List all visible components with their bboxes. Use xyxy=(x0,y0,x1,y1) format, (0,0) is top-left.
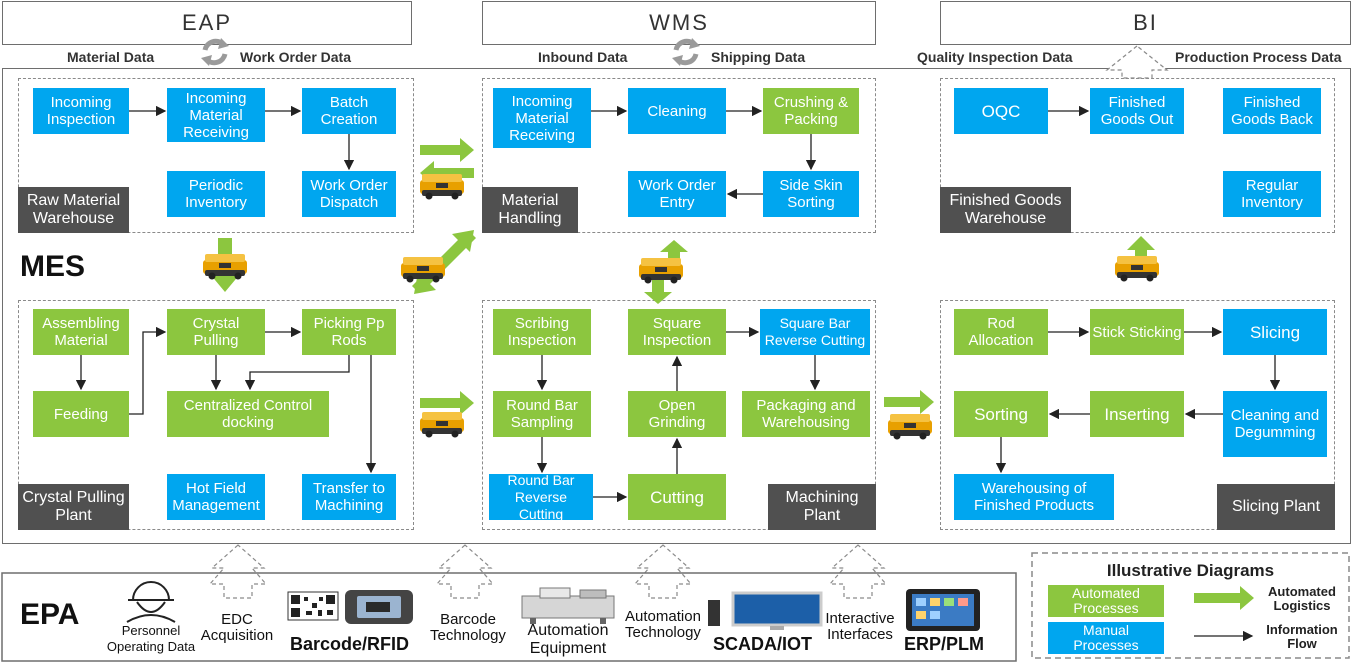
legend-manual-processes: Manual Processes xyxy=(1048,622,1164,654)
wms-inbound-data-label: Inbound Data xyxy=(538,49,628,65)
legend-automated-logistics-label: Automated Logistics xyxy=(1268,584,1336,613)
legend-information-flow-label: Information Flow xyxy=(1266,622,1338,651)
work-order-dispatch-node[interactable]: Work Order Dispatch xyxy=(302,171,396,217)
crystal-pulling-plant-label: Crystal Pulling Plant xyxy=(18,484,129,530)
finished-goods-out-node[interactable]: Finished Goods Out xyxy=(1090,88,1184,134)
agv-raw-icon xyxy=(203,254,247,280)
finished-goods-warehouse-label: Finished Goods Warehouse xyxy=(940,187,1071,233)
material-handling-zone xyxy=(482,78,876,233)
batch-creation-node[interactable]: Batch Creation xyxy=(302,88,396,134)
agv-transfer-icon xyxy=(420,412,464,438)
epa-frame xyxy=(1,572,1017,662)
warehousing-finished-products-node[interactable]: Warehousing of Finished Products xyxy=(954,474,1114,520)
incoming-material-receiving-node[interactable]: Incoming Material Receiving xyxy=(167,88,265,142)
legend-frame xyxy=(1031,552,1350,659)
slicing-plant-label: Slicing Plant xyxy=(1217,484,1335,530)
bi-production-data-label: Production Process Data xyxy=(1175,49,1342,65)
work-order-entry-node[interactable]: Work Order Entry xyxy=(628,171,726,217)
barcode-rfid-label: Barcode/RFID xyxy=(290,634,410,654)
agv-crystal-icon xyxy=(401,257,445,283)
incoming-inspection-node[interactable]: Incoming Inspection xyxy=(33,88,129,134)
epa-label: EPA xyxy=(20,598,80,631)
crushing-packing-node[interactable]: Crushing & Packing xyxy=(763,88,859,134)
open-grinding-node[interactable]: Open Grinding xyxy=(628,391,726,437)
legend-logistics-arrow-icon xyxy=(1194,586,1254,610)
eap-sync-icon xyxy=(201,38,229,66)
personnel-icon xyxy=(126,581,176,623)
scada-computer-icon xyxy=(708,591,823,630)
feeding-node[interactable]: Feeding xyxy=(33,391,129,437)
sorting-node[interactable]: Sorting xyxy=(954,391,1048,437)
periodic-inventory-node[interactable]: Periodic Inventory xyxy=(167,171,265,217)
transfer-to-machining-node[interactable]: Transfer to Machining xyxy=(302,474,396,520)
erp-plm-label: ERP/PLM xyxy=(904,634,985,654)
packaging-warehousing-node[interactable]: Packaging and Warehousing xyxy=(742,391,870,437)
finished-goods-zone xyxy=(940,78,1335,233)
picking-pp-rods-node[interactable]: Picking Pp Rods xyxy=(302,309,396,355)
square-bar-reverse-cutting-node[interactable]: Square Bar Reverse Cutting xyxy=(760,309,870,355)
slicing-node[interactable]: Slicing xyxy=(1223,309,1327,355)
barcode-technology-label: Barcode Technology xyxy=(430,611,506,644)
wms-sync-icon xyxy=(672,38,700,66)
round-bar-sampling-node[interactable]: Round Bar Sampling xyxy=(493,391,591,437)
legend-automated-processes: Automated Processes xyxy=(1048,585,1164,617)
bi-up-arrow-icon xyxy=(1105,45,1169,79)
mes-label: MES xyxy=(20,250,86,283)
material-handling-label: Material Handling xyxy=(482,187,578,233)
raw-material-zone xyxy=(18,78,414,233)
tablet-icon xyxy=(906,589,980,631)
agv-handling-icon xyxy=(420,174,464,200)
legend-title: Illustrative Diagrams xyxy=(1106,561,1275,580)
inserting-node[interactable]: Inserting xyxy=(1090,391,1184,437)
automation-technology-label: Automation Technology xyxy=(625,608,701,641)
cleaning-degumming-node[interactable]: Cleaning and Degumming xyxy=(1223,391,1327,457)
automation-equipment-icon xyxy=(521,587,615,624)
slicing-zone xyxy=(940,300,1335,530)
rod-allocation-node[interactable]: Rod Allocation xyxy=(954,309,1048,355)
agv-machining-icon xyxy=(639,258,683,284)
assembling-material-node[interactable]: Assembling Material xyxy=(33,309,129,355)
agv-slicing-icon xyxy=(888,414,932,440)
square-inspection-node[interactable]: Square Inspection xyxy=(628,309,726,355)
rfid-scanner-icon xyxy=(345,590,413,624)
automation-equipment-label: Automation Equipment xyxy=(527,622,609,657)
eap-title: EAP xyxy=(181,10,233,35)
eap-work-order-data-label: Work Order Data xyxy=(240,49,351,65)
handling-incoming-receiving-node[interactable]: Incoming Material Receiving xyxy=(493,88,591,148)
bi-title: BI xyxy=(1133,10,1158,35)
cutting-node[interactable]: Cutting xyxy=(628,474,726,520)
machining-plant-label: Machining Plant xyxy=(768,484,876,530)
crystal-pulling-node[interactable]: Crystal Pulling xyxy=(167,309,265,355)
scada-iot-label: SCADA/IOT xyxy=(713,634,812,654)
machining-zone xyxy=(482,300,876,530)
regular-inventory-node[interactable]: Regular Inventory xyxy=(1223,171,1321,217)
interactive-interfaces-label: Interactive Interfaces xyxy=(825,610,895,643)
crystal-pulling-zone xyxy=(18,300,414,530)
wms-title: WMS xyxy=(649,10,709,35)
centralized-control-docking-node[interactable]: Centralized Control docking xyxy=(167,391,329,437)
oqc-node[interactable]: OQC xyxy=(954,88,1048,134)
stick-sticking-node[interactable]: Stick Sticking xyxy=(1090,309,1184,355)
eap-box: EAP xyxy=(2,1,412,45)
mes-frame xyxy=(2,68,1351,544)
raw-material-warehouse-label: Raw Material Warehouse xyxy=(18,187,129,233)
round-bar-reverse-cutting-node[interactable]: Round Bar Reverse Cutting xyxy=(489,472,593,522)
side-skin-sorting-node[interactable]: Side Skin Sorting xyxy=(763,171,859,217)
cleaning-node[interactable]: Cleaning xyxy=(628,88,726,134)
edc-acquisition-label: EDC Acquisition xyxy=(200,611,274,644)
epa-up-arrows xyxy=(208,544,888,599)
eap-material-data-label: Material Data xyxy=(67,49,155,65)
bi-quality-data-label: Quality Inspection Data xyxy=(917,49,1073,65)
wms-shipping-data-label: Shipping Data xyxy=(711,49,806,65)
hot-field-management-node[interactable]: Hot Field Management xyxy=(167,474,265,520)
agv-finished-icon xyxy=(1115,256,1159,282)
personnel-operating-data-label: Personnel Operating Data xyxy=(106,623,196,654)
bi-box: BI xyxy=(940,1,1351,45)
scribing-inspection-node[interactable]: Scribing Inspection xyxy=(493,309,591,355)
finished-goods-back-node[interactable]: Finished Goods Back xyxy=(1223,88,1321,134)
qr-code-icon xyxy=(287,591,339,621)
